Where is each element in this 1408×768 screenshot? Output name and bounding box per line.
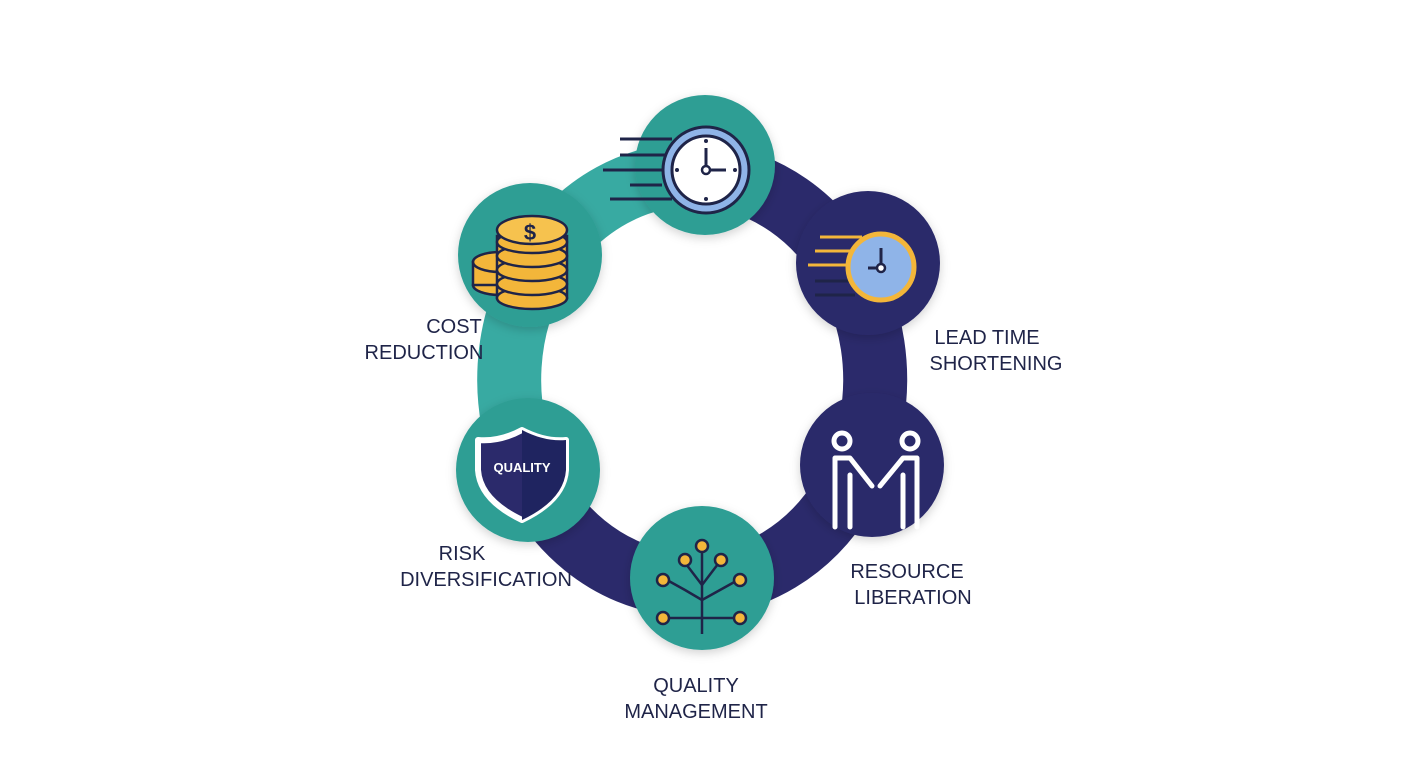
label-resource-line2: LIBERATION — [854, 587, 971, 609]
label-risk-line2: DIVERSIFICATION — [400, 569, 572, 591]
node-cost-coins: $ — [458, 183, 602, 327]
shield-text: QUALITY — [493, 460, 550, 475]
clock-icon — [845, 231, 917, 303]
label-quality-line1: QUALITY — [653, 675, 739, 697]
node-lead-clock — [796, 191, 940, 335]
handshake-icon — [831, 430, 921, 530]
label-quality-line2: MANAGEMENT — [624, 701, 767, 723]
label-risk-line1: RISK — [439, 543, 486, 565]
label-cost-line1: COST — [426, 316, 482, 338]
speed-lines-icon — [808, 235, 862, 267]
label-lead-line2: SHORTENING — [930, 353, 1063, 375]
dollar-symbol: $ — [524, 220, 536, 245]
node-resource-handshake — [800, 393, 944, 537]
node-quality-tree — [630, 506, 774, 650]
node-speed-clock — [603, 95, 775, 235]
label-cost-line2: REDUCTION — [365, 342, 484, 364]
shield-icon — [475, 427, 569, 523]
clock-icon — [661, 125, 751, 215]
coins-icon — [471, 214, 569, 311]
label-lead-line1: LEAD TIME — [934, 327, 1039, 349]
network-tree-icon — [666, 552, 739, 634]
label-resource-line1: RESOURCE — [850, 561, 963, 583]
node-risk-shield: QUALITY — [456, 398, 600, 542]
speed-lines-icon — [603, 137, 672, 201]
